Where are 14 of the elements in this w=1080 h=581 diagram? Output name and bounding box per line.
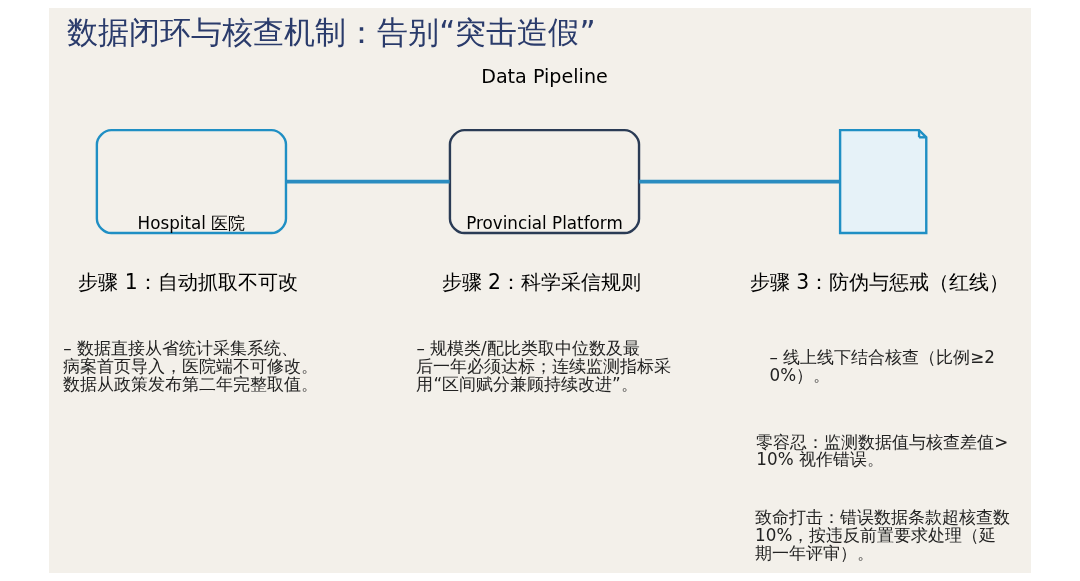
node-box: Provincial Platform: [448, 128, 641, 235]
label: 步骤 1：自动抓取不可改: [78, 270, 298, 295]
label: 步骤 3：防伪与惩戒（红线）: [749, 270, 1010, 295]
node-box: Hospital 医院: [95, 128, 288, 235]
connector: [639, 179, 840, 184]
diagram-title: 数据闭环与核查机制：告别“突击造假”: [67, 13, 596, 50]
label: Data Pipeline: [481, 65, 608, 89]
label: 步骤 2：科学采信规则: [441, 270, 641, 295]
label: 致命打击：错误数据条款超核查数10%，按违反前置要求处理（延期一年评审）。: [755, 506, 1011, 563]
connector: [286, 179, 450, 184]
label: – 规模类/配比类取中位数及最后一年必须达标；连续监测指标采用“区间赋分兼顾持续改进”。: [416, 338, 672, 395]
label: – 线上线下结合核查（比例≥20%）。: [769, 347, 995, 386]
label: 零容忍：监测数据值与核查差值>10% 视作错误。: [756, 431, 1009, 470]
label: – 数据直接从省统计采集系统、病案首页导入，医院端不可修改。数据从政策发布第二年完整取值。: [63, 338, 319, 395]
